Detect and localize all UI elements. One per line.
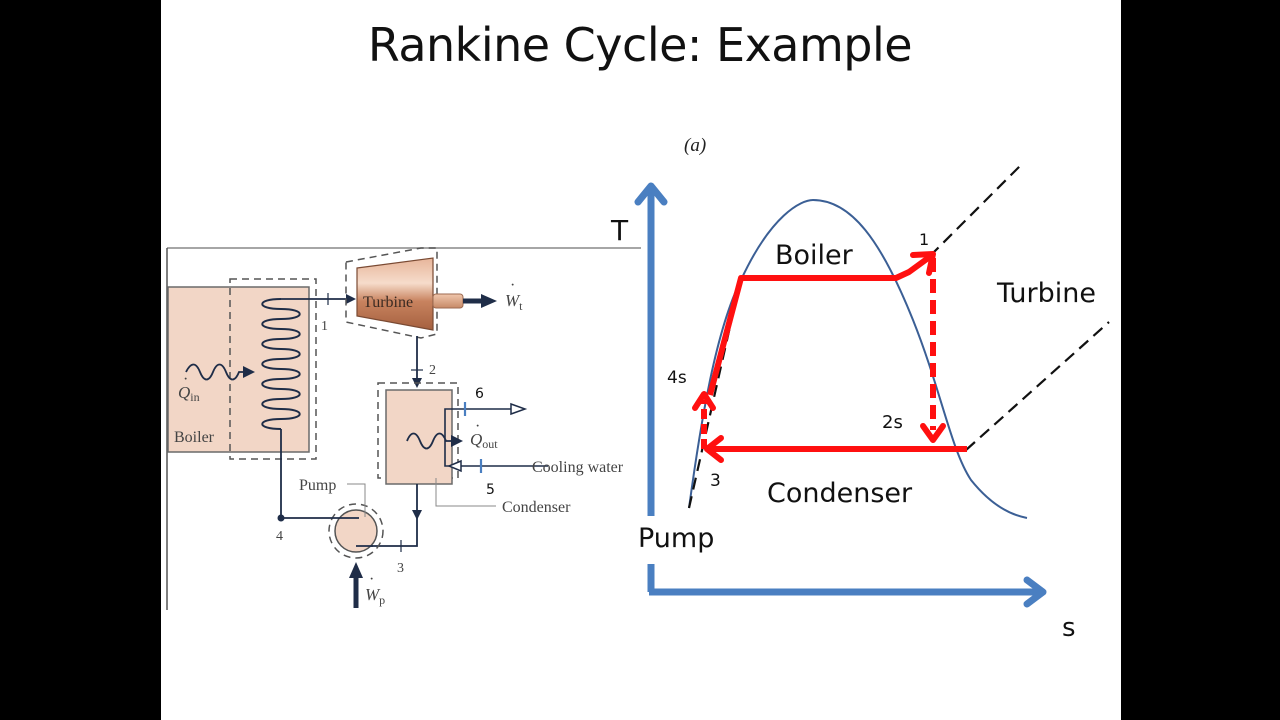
cooling-water-out-arrow bbox=[510, 402, 528, 416]
cooling-water-label: Cooling water bbox=[532, 459, 624, 476]
svg-text:·: · bbox=[475, 418, 480, 435]
q-in-label: Qin bbox=[178, 383, 200, 404]
q-out-label: Qout bbox=[470, 430, 498, 451]
state-point-1: 1 bbox=[321, 319, 328, 334]
q-in-wavy-arrow bbox=[185, 363, 253, 381]
high-pressure-isobar-vapor bbox=[929, 162, 1024, 257]
turbine-body bbox=[356, 257, 434, 331]
state-point-6: 6 bbox=[475, 386, 484, 402]
state-point-4: 4 bbox=[276, 529, 283, 544]
svg-text:·: · bbox=[510, 277, 515, 294]
boiler-process-path bbox=[707, 253, 933, 396]
t-axis-arrowhead bbox=[634, 182, 668, 206]
state-label-1: 1 bbox=[919, 230, 929, 249]
s-axis-label: s bbox=[1062, 613, 1076, 643]
state-label-4s: 4s bbox=[667, 368, 687, 388]
q-in-arrowhead bbox=[243, 366, 255, 378]
slide-canvas: 1 Qin · Boiler 4 Turbine Wt · bbox=[166, 135, 1110, 643]
svg-text:·: · bbox=[369, 571, 374, 588]
panel-label: (a) bbox=[684, 135, 706, 156]
flow-arrow-3 bbox=[412, 510, 422, 520]
boiler-process-label: Boiler bbox=[775, 240, 854, 271]
turbine-arrowhead bbox=[920, 423, 946, 443]
condenser-process-label: Condenser bbox=[767, 478, 913, 509]
flow-arrow-1 bbox=[346, 294, 356, 304]
slide-title: Rankine Cycle: Example bbox=[367, 18, 913, 72]
pump-control-volume bbox=[328, 503, 384, 559]
condenser-control-volume bbox=[377, 382, 459, 479]
svg-text:·: · bbox=[183, 371, 188, 388]
w-p-label: Wp bbox=[365, 585, 385, 607]
q-out-wavy-arrow bbox=[406, 432, 454, 450]
condenser-label: Condenser bbox=[502, 499, 571, 516]
turbine-shaft bbox=[432, 293, 464, 309]
boiler-coil bbox=[261, 298, 301, 430]
boiler-label: Boiler bbox=[174, 429, 215, 446]
boiler-component: 1 Qin · Boiler bbox=[167, 278, 356, 460]
w-p-arrowhead bbox=[349, 562, 363, 578]
t-axis-label: T bbox=[610, 214, 629, 247]
w-t-arrowhead bbox=[481, 294, 497, 308]
s-axis-arrowhead bbox=[1023, 576, 1047, 608]
turbine-label: Turbine bbox=[363, 294, 413, 311]
rankine-schematic: 1 Qin · Boiler 4 Turbine Wt · bbox=[166, 247, 641, 610]
turbine-control-volume bbox=[345, 247, 438, 339]
slide: Rankine Cycle: Example bbox=[161, 0, 1121, 720]
turbine-component: Turbine Wt · 2 bbox=[345, 247, 523, 388]
pump-arrowhead bbox=[692, 391, 716, 411]
pump-process-label: Pump bbox=[638, 523, 714, 554]
state-point-5: 5 bbox=[486, 482, 495, 498]
ts-diagram: (a) T s Boiler bbox=[610, 135, 1110, 643]
state-label-2s: 2s bbox=[882, 412, 903, 433]
condenser-component: 6 5 Qout · Cooling water Condenser 3 bbox=[365, 382, 624, 576]
boiler-control-volume bbox=[229, 278, 317, 460]
pump-component: Pump Wp · bbox=[299, 477, 385, 608]
pump-body bbox=[334, 509, 378, 553]
turbine-process-label: Turbine bbox=[996, 278, 1096, 309]
low-pressure-isobar-vapor bbox=[965, 321, 1110, 451]
state-point-2: 2 bbox=[429, 363, 436, 378]
state-label-3: 3 bbox=[710, 471, 721, 491]
w-t-label: Wt bbox=[505, 291, 523, 313]
cooling-water-in-arrow bbox=[447, 459, 462, 473]
saturation-dome bbox=[688, 198, 1028, 519]
pump-label: Pump bbox=[299, 477, 336, 494]
state-point-3: 3 bbox=[397, 561, 404, 576]
q-out-arrowhead bbox=[451, 435, 463, 447]
